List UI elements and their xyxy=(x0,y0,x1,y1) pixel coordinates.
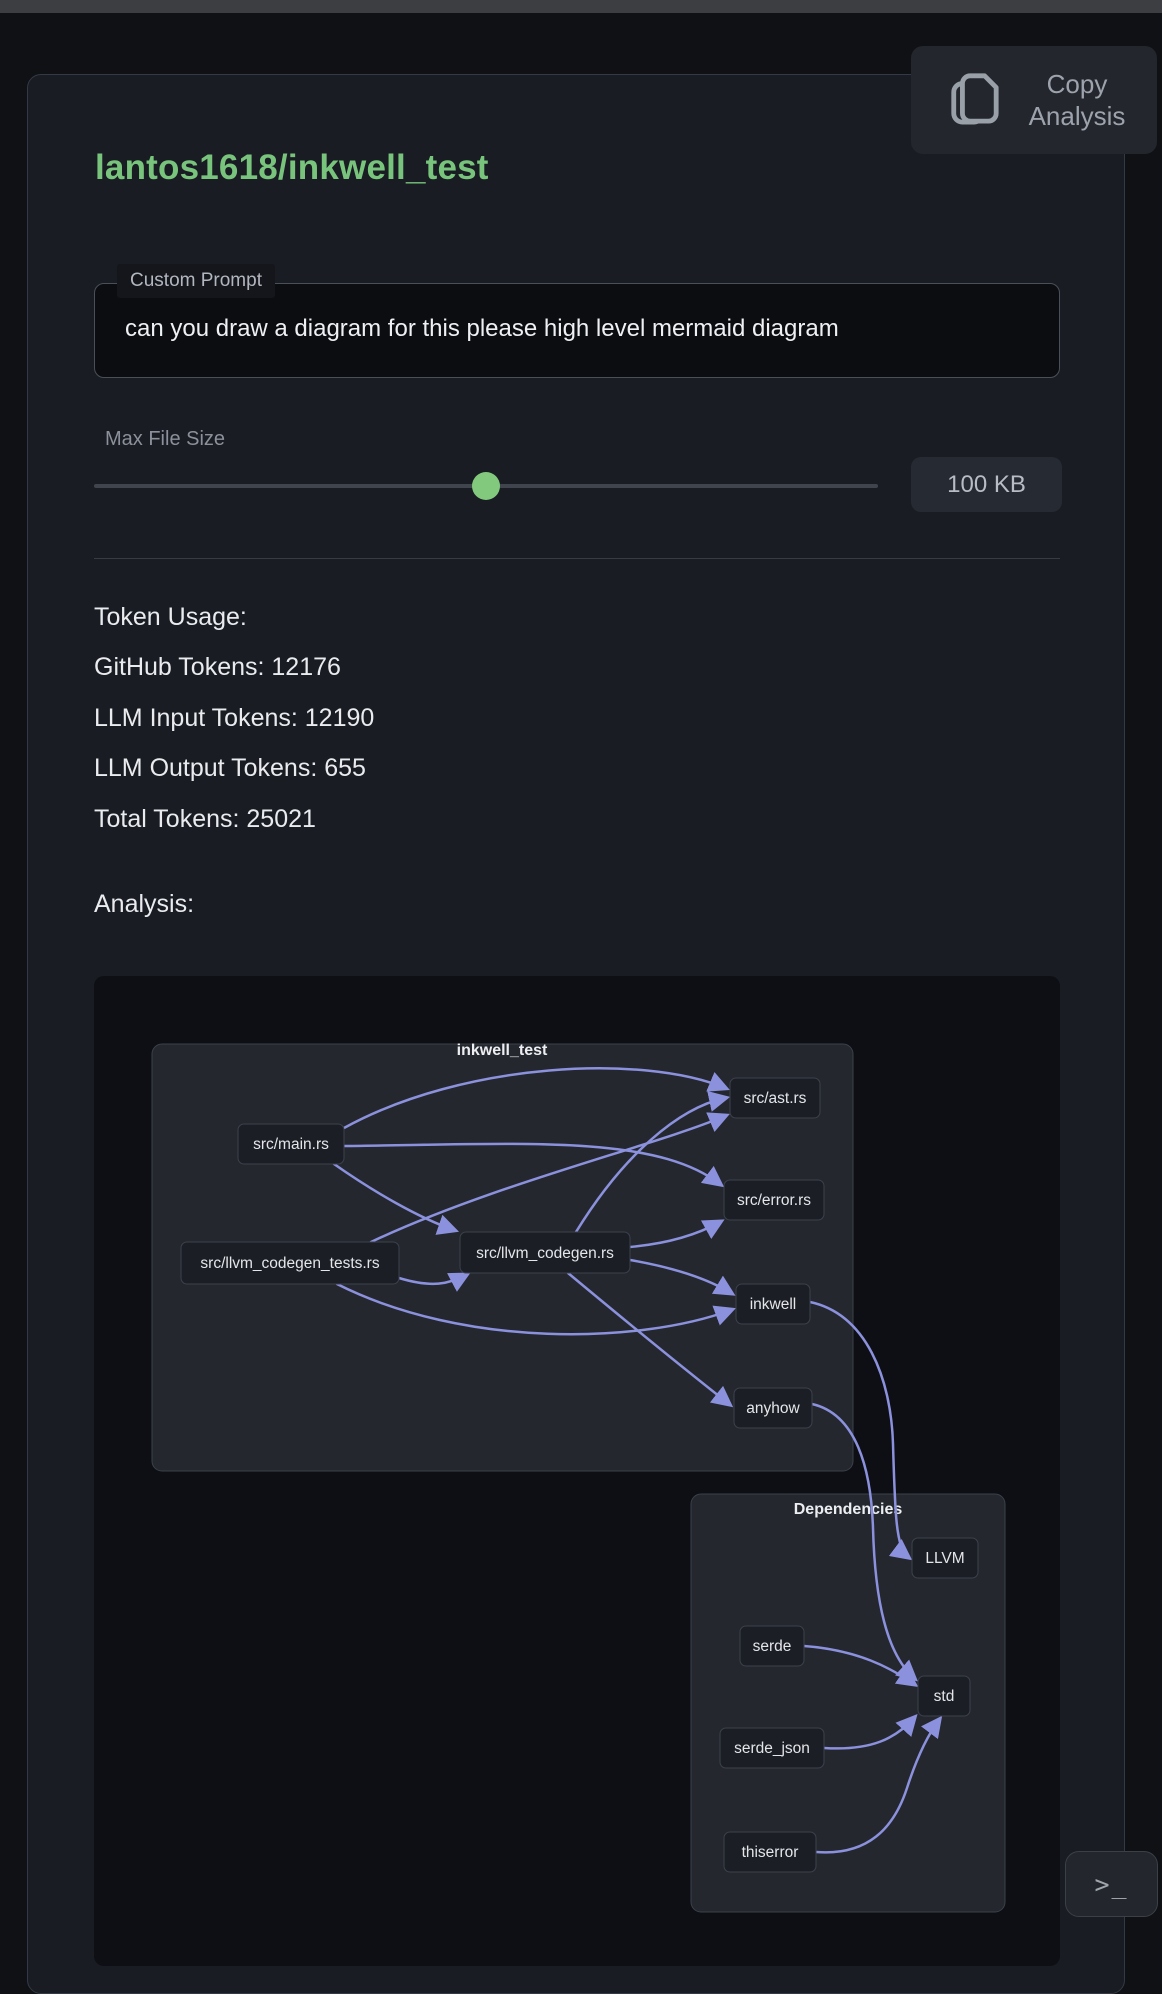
terminal-icon: >_ xyxy=(1094,1869,1129,1899)
copy-analysis-button[interactable]: Copy Analysis xyxy=(911,46,1157,154)
svg-text:thiserror: thiserror xyxy=(742,1844,799,1861)
diagram-node-anyhow: anyhow xyxy=(733,1387,813,1429)
edge-serde-std xyxy=(802,1644,919,1688)
svg-text:serde: serde xyxy=(753,1638,792,1655)
edge-main-error xyxy=(342,1142,725,1188)
edge-llvm-codegen-inkwell xyxy=(628,1258,736,1296)
diagram-node-serde: serde xyxy=(739,1625,805,1667)
max-file-size-label: Max File Size xyxy=(105,428,226,450)
edge-anyhow-std xyxy=(810,1402,918,1682)
diagram-node-llvm: LLVM xyxy=(911,1537,979,1579)
section-divider xyxy=(94,558,1060,559)
subgraph-inkwell-test-title: inkwell_test xyxy=(457,1042,548,1059)
svg-text:inkwell: inkwell xyxy=(750,1296,797,1313)
edge-thiserror-std xyxy=(814,1715,943,1854)
edge-tests-inkwell xyxy=(335,1282,736,1336)
llm-input-tokens-line: LLM Input Tokens: 12190 xyxy=(94,703,375,732)
diagram-node-std: std xyxy=(917,1675,971,1717)
svg-text:LLVM: LLVM xyxy=(925,1550,964,1567)
diagram-node-llvm-codegen-tests: src/llvm_codegen_tests.rs xyxy=(180,1241,400,1285)
diagram-node-inkwell: inkwell xyxy=(735,1283,811,1325)
edge-tests-ast xyxy=(369,1112,730,1244)
github-tokens-line: GitHub Tokens: 12176 xyxy=(94,653,341,682)
max-file-size-slider-thumb[interactable] xyxy=(472,472,500,500)
analysis-heading: Analysis: xyxy=(94,889,195,918)
edge-tests-llvm-codegen xyxy=(397,1272,471,1292)
svg-text:src/llvm_codegen.rs: src/llvm_codegen.rs xyxy=(476,1245,614,1262)
token-usage-block: Token Usage: GitHub Tokens: 12176 LLM In… xyxy=(94,592,374,845)
diagram-node-thiserror: thiserror xyxy=(723,1831,817,1873)
copy-analysis-label: Copy Analysis xyxy=(1028,69,1126,131)
llm-output-tokens-line: LLM Output Tokens: 655 xyxy=(94,754,366,783)
svg-text:std: std xyxy=(934,1688,955,1705)
subgraph-dependencies xyxy=(690,1493,1006,1913)
edge-main-llvm-codegen xyxy=(332,1162,460,1235)
dependency-diagram: inkwell_test Dependencies src/main.rs xyxy=(151,1042,1006,1913)
total-tokens-line: Total Tokens: 25021 xyxy=(94,804,316,833)
svg-text:serde_json: serde_json xyxy=(734,1740,810,1757)
svg-text:anyhow: anyhow xyxy=(746,1400,800,1417)
svg-text:src/ast.rs: src/ast.rs xyxy=(744,1090,807,1107)
terminal-toggle-button[interactable]: >_ xyxy=(1065,1851,1158,1917)
diagram-node-main: src/main.rs xyxy=(237,1123,345,1165)
edge-main-ast xyxy=(342,1067,730,1130)
repo-title: lantos1618/inkwell_test xyxy=(95,148,489,187)
custom-prompt-field[interactable]: Custom Prompt can you draw a diagram for… xyxy=(94,264,1060,378)
diagram-node-error: src/error.rs xyxy=(723,1179,825,1221)
window-top-bar xyxy=(0,0,1162,13)
custom-prompt-label: Custom Prompt xyxy=(117,264,275,298)
edge-llvm-codegen-error xyxy=(628,1219,725,1249)
custom-prompt-input[interactable]: can you draw a diagram for this please h… xyxy=(125,315,839,342)
max-file-size-value: 100 KB xyxy=(911,457,1062,512)
diagram-edges xyxy=(332,1067,943,1854)
analysis-panel: inkwell_test Dependencies src/main.rs xyxy=(94,976,1060,1966)
svg-text:src/error.rs: src/error.rs xyxy=(737,1192,811,1209)
diagram-node-llvm-codegen: src/llvm_codegen.rs xyxy=(459,1231,631,1274)
edge-llvm-codegen-ast xyxy=(574,1091,731,1234)
edge-inkwell-llvm xyxy=(808,1300,913,1561)
diagram-node-ast: src/ast.rs xyxy=(729,1077,821,1119)
edge-llvm-codegen-anyhow xyxy=(566,1271,734,1408)
edge-serde-json-std xyxy=(822,1714,918,1750)
token-usage-heading: Token Usage: xyxy=(94,602,247,631)
svg-text:src/llvm_codegen_tests.rs: src/llvm_codegen_tests.rs xyxy=(200,1255,379,1272)
copy-icon xyxy=(947,69,1001,132)
svg-text:src/main.rs: src/main.rs xyxy=(253,1136,329,1153)
subgraph-dependencies-title: Dependencies xyxy=(794,1501,903,1518)
diagram-node-serde-json: serde_json xyxy=(719,1727,825,1769)
